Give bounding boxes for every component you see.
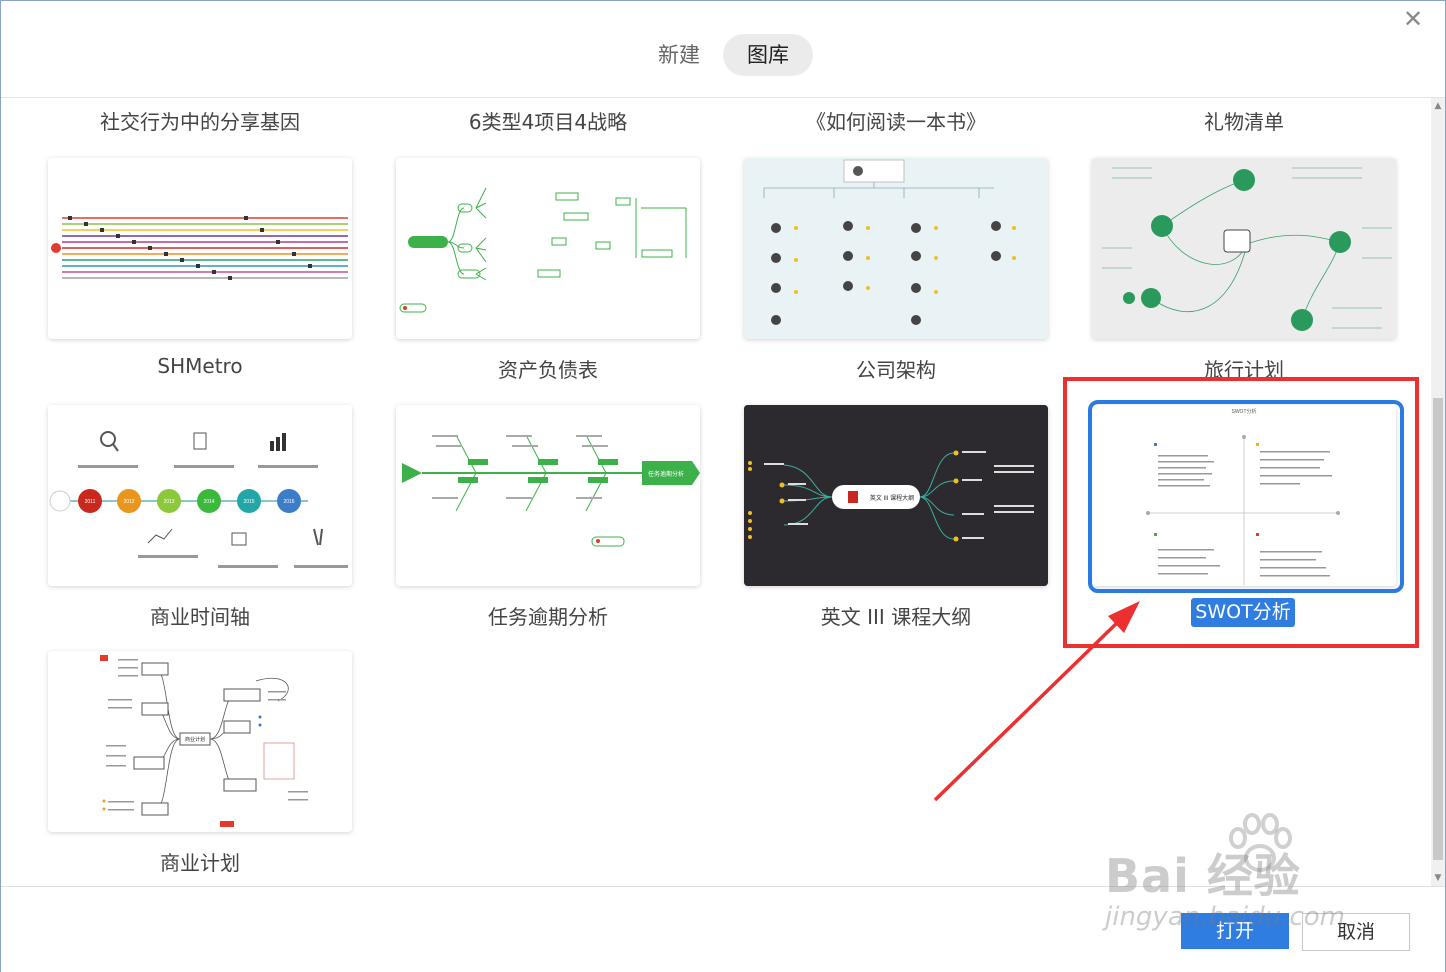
fishbone-center: 任务逾期分析: [648, 470, 684, 478]
scroll-thumb[interactable]: [1433, 398, 1443, 860]
timeline-year: 2011: [85, 499, 96, 505]
template-label: 旅行计划: [1204, 358, 1284, 382]
timeline-year: 2013: [163, 499, 174, 505]
business-plan-center: 商业计划: [185, 736, 205, 743]
template-title: 礼物清单: [1204, 110, 1284, 134]
fishbone-thumbnail: 任务逾期分析: [396, 405, 700, 586]
timeline-year: 2012: [123, 499, 134, 505]
timeline-year: 2015: [243, 499, 254, 505]
tab-gallery[interactable]: 图库: [723, 34, 813, 76]
template-card-org-chart[interactable]: [744, 158, 1048, 339]
cancel-button[interactable]: 取消: [1302, 913, 1410, 951]
swot-title: SWOT分析: [1232, 408, 1257, 415]
template-title: 《如何阅读一本书》: [806, 110, 986, 134]
template-label: 任务逾期分析: [488, 605, 608, 629]
mindmap-center: 英文 III 课程大纲: [870, 494, 914, 502]
dialog-footer: 打开 取消: [1, 886, 1445, 972]
template-label: 公司架构: [856, 358, 936, 382]
template-card-course-outline[interactable]: 英文 III 课程大纲: [744, 405, 1048, 586]
tab-new[interactable]: 新建: [658, 43, 700, 67]
template-title: 6类型4项目4战略: [468, 110, 628, 134]
open-button[interactable]: 打开: [1181, 913, 1289, 949]
mindmap-thumbnail: [396, 158, 700, 339]
template-label: 资产负债表: [498, 358, 598, 382]
travel-thumbnail: [1092, 158, 1396, 339]
close-icon[interactable]: ✕: [1402, 5, 1424, 33]
template-card-overdue-analysis[interactable]: 任务逾期分析: [396, 405, 700, 586]
template-label-selected: SWOT分析: [1191, 598, 1295, 627]
metro-thumbnail: [48, 158, 352, 339]
swot-thumbnail: SWOT分析: [1092, 405, 1396, 586]
dark-mindmap-thumbnail: 英文 III 课程大纲: [744, 405, 1048, 586]
template-card-shmetro[interactable]: [48, 158, 352, 339]
template-label: 英文 III 课程大纲: [820, 605, 972, 629]
template-card-business-plan[interactable]: 商业计划: [48, 651, 352, 832]
template-card-swot[interactable]: SWOT分析: [1092, 405, 1396, 586]
template-label: SHMetro: [157, 354, 243, 378]
dialog-header: 新建 图库 ✕: [1, 1, 1445, 98]
scroll-down-icon[interactable]: ▼: [1434, 873, 1442, 883]
business-plan-thumbnail: 商业计划: [48, 651, 352, 832]
gallery-scrollbar[interactable]: ▲ ▼: [1431, 98, 1445, 886]
template-card-business-timeline[interactable]: 2011 2012 2013 2014 2015 2016: [48, 405, 352, 586]
scroll-up-icon[interactable]: ▲: [1434, 101, 1442, 111]
timeline-year: 2014: [203, 499, 214, 505]
selected-card-frame: [1088, 400, 1404, 593]
orgchart-thumbnail: [744, 158, 1048, 339]
template-label: 商业时间轴: [150, 605, 250, 629]
timeline-thumbnail: 2011 2012 2013 2014 2015 2016: [48, 405, 352, 586]
template-title: 社交行为中的分享基因: [100, 110, 300, 134]
timeline-year: 2016: [283, 499, 294, 505]
template-card-balance-sheet[interactable]: [396, 158, 700, 339]
template-card-travel-plan[interactable]: [1092, 158, 1396, 339]
template-gallery: 社交行为中的分享基因 6类型4项目4战略 《如何阅读一本书》 礼物清单: [1, 98, 1431, 886]
template-label: 商业计划: [160, 851, 240, 875]
